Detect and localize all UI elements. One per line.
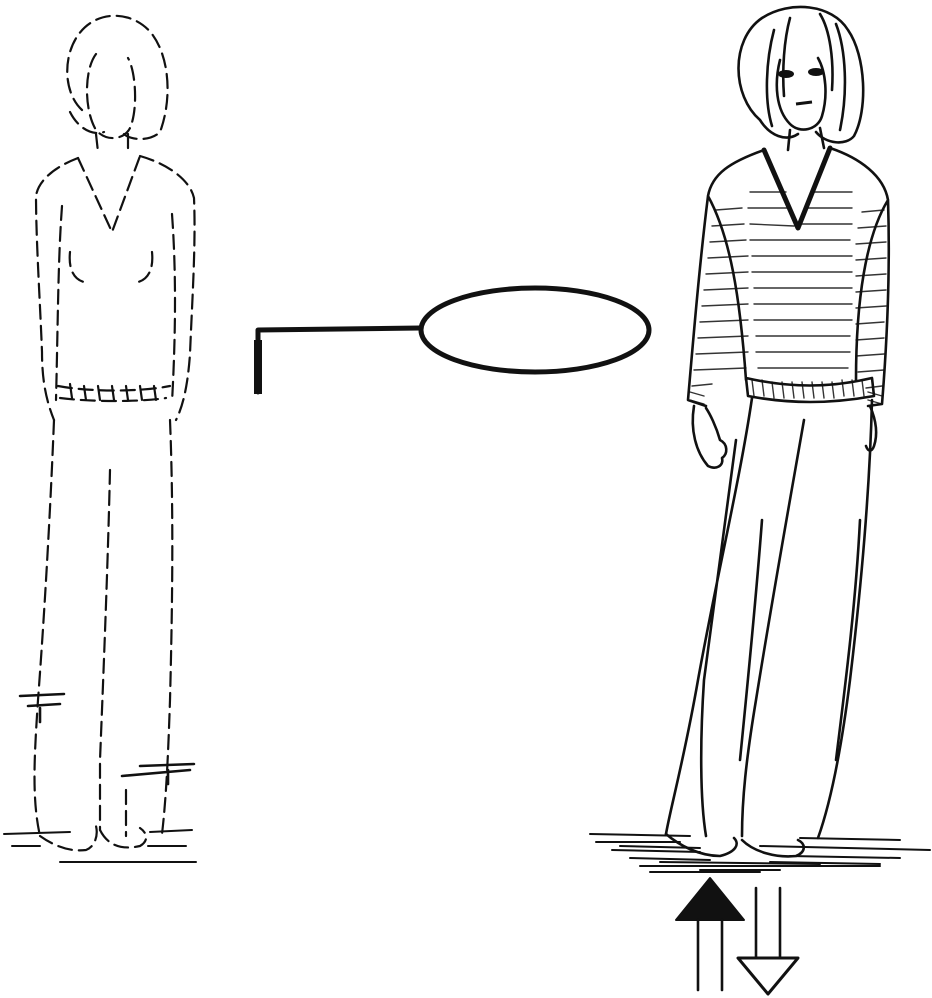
- left-figure-left-leg: [35, 420, 55, 836]
- right-figure-ground-shadow: [590, 834, 930, 872]
- left-figure-hair-inner: [70, 112, 104, 133]
- speech-bubble-connector-icon: [254, 288, 649, 394]
- left-figure-right-arm-inner: [172, 214, 175, 402]
- left-figure-outline: [4, 16, 196, 862]
- left-figure-feet: [40, 826, 146, 850]
- filled-up-arrow-icon: [676, 878, 744, 990]
- right-figure-trousers-crease: [740, 520, 860, 760]
- force-arrows: [676, 878, 798, 994]
- connector-stick: [258, 328, 420, 392]
- right-figure-trousers: [666, 398, 872, 838]
- connector-stick-base: [254, 340, 262, 394]
- right-figure-left-eye: [778, 70, 794, 78]
- right-figure-left-hand: [693, 406, 727, 468]
- left-figure-hem-ribbing: [70, 384, 156, 400]
- right-figure-mouth: [796, 102, 812, 104]
- right-figure-drawing: [590, 7, 930, 872]
- right-figure-shoes: [666, 834, 804, 856]
- left-figure-right-arm: [140, 156, 195, 420]
- left-figure-bust: [70, 252, 153, 282]
- connector-ellipse: [421, 288, 649, 372]
- left-figure-left-arm-inner: [56, 206, 62, 400]
- left-figure-hair: [67, 16, 167, 139]
- left-figure-inner-leg: [100, 470, 110, 830]
- left-figure-face: [87, 54, 135, 138]
- left-figure-ground: [4, 830, 196, 862]
- right-figure-vneck: [764, 148, 830, 228]
- right-figure-right-eye: [808, 68, 824, 76]
- left-figure-vneck: [78, 156, 140, 232]
- right-figure-neck: [788, 128, 824, 150]
- open-down-arrow-icon: [738, 888, 798, 994]
